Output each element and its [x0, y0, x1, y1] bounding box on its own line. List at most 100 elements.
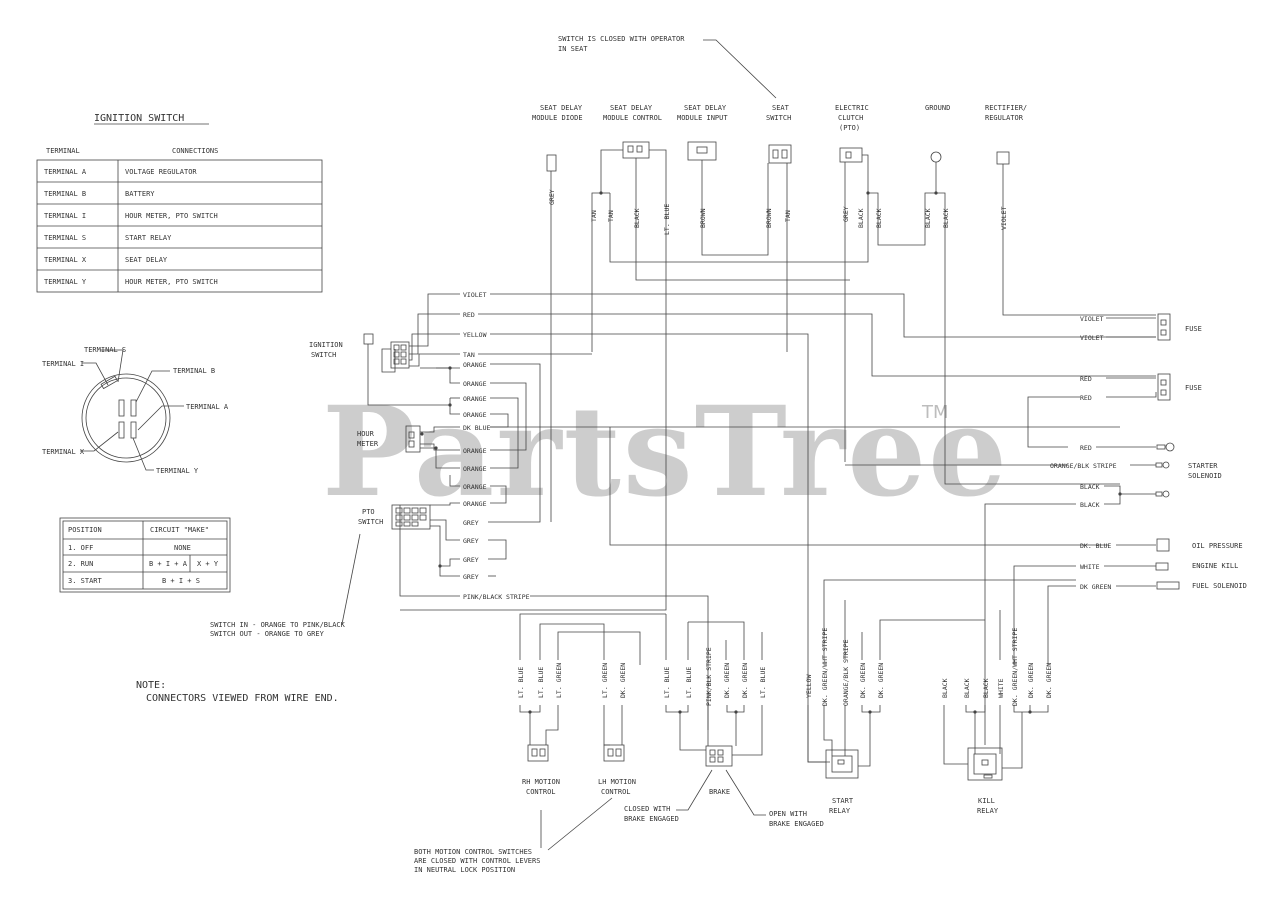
wire-label: DK. BLUE [1080, 542, 1111, 550]
seat-delay-input-connector [687, 141, 717, 161]
wire-label: ORANGE [463, 447, 487, 455]
seat-delay-control-connector [622, 141, 650, 159]
label-rh-motion: RH MOTION [522, 778, 560, 786]
label-oil-pressure: OIL PRESSURE [1192, 542, 1243, 550]
wire-label: BLACK [963, 678, 971, 698]
wire-label: ORANGE [463, 483, 487, 491]
note-motion-1: BOTH MOTION CONTROL SWITCHES [414, 848, 532, 856]
start-relay-icon [825, 749, 859, 779]
fuse-2-icon [1157, 373, 1171, 401]
engine-kill-connector [1155, 562, 1169, 571]
wire-label: LT. GREEN [601, 663, 609, 698]
table-cell: TERMINAL X [44, 256, 87, 264]
right-components: FUSE FUSE STARTER SOLENOID OIL PRESSURE … [1155, 313, 1247, 590]
wire-label: BLACK [633, 208, 641, 228]
wire-label: BLACK [941, 678, 949, 698]
wire-label: YELLOW [463, 331, 487, 339]
terminal-label-b: TERMINAL B [173, 367, 215, 375]
pto-switch-connector [391, 504, 431, 530]
wire-label: TAN [607, 210, 615, 222]
wire-label: GREY [463, 573, 479, 581]
table-cell: B + I + A [149, 560, 188, 568]
table-cell: 1. OFF [68, 544, 93, 552]
label-seat-delay-control-2: MODULE CONTROL [603, 114, 662, 122]
brake-switch-connector [705, 745, 733, 767]
ignition-table-title: IGNITION SWITCH [94, 113, 184, 124]
label-starter-solenoid: STARTER [1188, 462, 1218, 470]
label-lh-motion: LH MOTION [598, 778, 636, 786]
wire-label: GREY [463, 537, 479, 545]
wire-label: DK. GREEN [619, 663, 627, 698]
wire-label: VIOLET [1000, 206, 1008, 230]
table-cell: START RELAY [125, 234, 172, 242]
wire-label: DK BLUE [463, 424, 490, 432]
ignition-switch-connector [390, 341, 410, 369]
seat-delay-diode-connector [546, 154, 557, 172]
label-seat-switch: SEAT [772, 104, 790, 112]
ground-terminal-icon [930, 151, 942, 163]
label-engine-kill: ENGINE KILL [1192, 562, 1238, 570]
note-text: CONNECTORS VIEWED FROM WIRE END. [146, 693, 339, 704]
wire-label: PINK/BLK STRIPE [705, 647, 713, 706]
wire-label: GREY [463, 519, 479, 527]
label-pto-switch-2: SWITCH [358, 518, 383, 526]
table-cell: SEAT DELAY [125, 256, 168, 264]
ignition-table-rows: TERMINAL A VOLTAGE REGULATOR TERMINAL B … [44, 168, 218, 286]
bottom-components: RH MOTION CONTROL LH MOTION CONTROL BRAK… [522, 744, 1003, 815]
wire-label: ORANGE [463, 465, 487, 473]
table-cell: TERMINAL B [44, 190, 86, 198]
terminal-label-y: TERMINAL Y [156, 467, 199, 475]
starter-solenoid-terminal-2-icon [1162, 490, 1170, 498]
label-seat-delay-diode-2: MODULE DIODE [532, 114, 583, 122]
label-lh-motion-2: CONTROL [601, 788, 631, 796]
terminal-label-a: TERMINAL A [186, 403, 229, 411]
left-wiring [367, 293, 1156, 763]
table-cell: HOUR METER, PTO SWITCH [125, 278, 218, 286]
label-rh-motion-2: CONTROL [526, 788, 556, 796]
label-seat-delay-diode: SEAT DELAY [540, 104, 583, 112]
right-wire-labels: VIOLET VIOLET RED RED RED ORANGE/BLK STR… [1050, 315, 1117, 591]
wire-label: ORANGE/BLK STRIPE [1050, 462, 1117, 470]
wire-label: RED [1080, 444, 1092, 452]
label-seat-switch-2: SWITCH [766, 114, 791, 122]
note-seat-switch: SWITCH IS CLOSED WITH OPERATOR [558, 35, 685, 43]
wire-label: WHITE [1080, 563, 1100, 571]
wire-label: DK. GREEN/WHT STRIPE [1011, 628, 1019, 706]
table-cell: TERMINAL I [44, 212, 86, 220]
wire-label: BLACK [982, 678, 990, 698]
wire-label: RED [463, 311, 475, 319]
wire-label: DK. GREEN [741, 663, 749, 698]
top-components: SEAT DELAY MODULE DIODE SEAT DELAY MODUL… [532, 104, 1027, 172]
rh-motion-connector [527, 744, 549, 762]
wire-label: BLACK [924, 208, 932, 228]
lh-motion-connector [603, 744, 625, 762]
wire-label: ORANGE [463, 361, 487, 369]
bottom-wiring [519, 579, 1076, 769]
wire-label: GREY [548, 189, 556, 205]
label-seat-delay-input: SEAT DELAY [684, 104, 727, 112]
left-components: IGNITION SWITCH HOUR METER PTO SWITCH [309, 333, 431, 530]
label-fuse-2: FUSE [1185, 384, 1202, 392]
note-seat-switch-2: IN SEAT [558, 45, 588, 53]
wire-label: LT. BLUE [663, 667, 671, 698]
wire-label: LT. BLUE [537, 667, 545, 698]
wire-label: DK. GREEN [1027, 663, 1035, 698]
wire-label: TAN [463, 351, 475, 359]
label-start-relay: START [832, 797, 854, 805]
left-wire-labels: VIOLET RED YELLOW TAN ORANGE ORANGE ORAN… [463, 291, 530, 601]
notes: SWITCH IN - ORANGE TO PINK/BLACK SWITCH … [136, 35, 824, 874]
wire-label: DK. GREEN [723, 663, 731, 698]
wire-label: PINK/BLACK STRIPE [463, 593, 530, 601]
wire-label: DK. GREEN/WHT STRIPE [821, 628, 829, 706]
table-cell: B + I + S [162, 577, 200, 585]
terminal-label-s: TERMINAL S [84, 346, 126, 354]
table-cell: VOLTAGE REGULATOR [125, 168, 197, 176]
position-table: POSITION CIRCUIT "MAKE" 1. OFF NONE 2. R… [59, 517, 231, 593]
wire-label: VIOLET [1080, 315, 1104, 323]
label-pto-switch: PTO [362, 508, 375, 516]
wire-label: BLACK [1080, 483, 1100, 491]
note-switch-out: SWITCH OUT - ORANGE TO GREY [210, 630, 325, 638]
label-hour-meter: HOUR [357, 430, 375, 438]
label-rectifier: RECTIFIER/ [985, 104, 1027, 112]
note-brake-closed-2: BRAKE ENGAGED [624, 815, 679, 823]
